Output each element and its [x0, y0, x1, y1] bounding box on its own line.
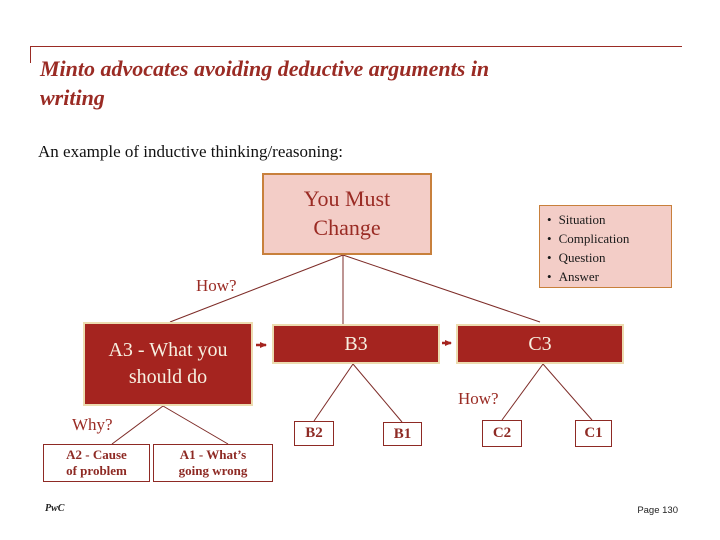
- page-title-line2: writing: [40, 85, 105, 110]
- line-a3-to-a1: [162, 405, 229, 445]
- page-title: Minto advocates avoiding deductive argum…: [40, 54, 700, 112]
- line-c3-to-c1: [542, 363, 593, 421]
- pwc-logo: PwC: [45, 503, 65, 514]
- you-must-change-box: You Must Change: [262, 173, 432, 255]
- page-title-line1: Minto advocates avoiding deductive argum…: [40, 56, 490, 81]
- scqa-item-situation: Situation: [547, 210, 667, 229]
- a3-box: A3 - What you should do: [83, 322, 253, 406]
- c1-box: C1: [575, 420, 612, 447]
- a3-line1: A3 - What you: [108, 339, 228, 361]
- a2-line2: of problem: [66, 463, 127, 478]
- why-label: Why?: [72, 415, 113, 434]
- slide-subtitle: An example of inductive thinking/reasoni…: [38, 142, 343, 161]
- page-number: Page 130: [637, 505, 678, 516]
- scqa-item-question: Question: [547, 248, 667, 267]
- a1-box: A1 - What’s going wrong: [153, 444, 273, 482]
- line-b3-to-b1: [352, 363, 403, 423]
- how-label-right: How?: [458, 389, 499, 408]
- b3-box: B3: [272, 324, 440, 364]
- c3-box: C3: [456, 324, 624, 364]
- b1-box: B1: [383, 422, 422, 446]
- how-label-top: How?: [196, 276, 237, 295]
- line-a3-to-a2: [111, 405, 164, 445]
- a2-box: A2 - Cause of problem: [43, 444, 150, 482]
- header-rule-vertical: [30, 46, 31, 63]
- line-top-to-c3: [342, 254, 541, 323]
- you-must-change-line2: Change: [313, 215, 381, 240]
- you-must-change-line1: You Must: [303, 186, 391, 211]
- scqa-box: Situation Complication Question Answer: [539, 205, 672, 288]
- scqa-item-complication: Complication: [547, 229, 667, 248]
- line-c3-to-c2: [501, 363, 544, 421]
- a3-line2: should do: [128, 366, 208, 388]
- line-b3-to-b2: [313, 363, 354, 422]
- a2-line1: A2 - Cause: [66, 447, 127, 462]
- scqa-item-answer: Answer: [547, 267, 667, 286]
- c2-box: C2: [482, 420, 522, 447]
- a1-line2: going wrong: [178, 463, 248, 478]
- header-rule-horizontal: [30, 46, 682, 47]
- a1-line1: A1 - What’s: [179, 447, 247, 462]
- b2-box: B2: [294, 421, 334, 446]
